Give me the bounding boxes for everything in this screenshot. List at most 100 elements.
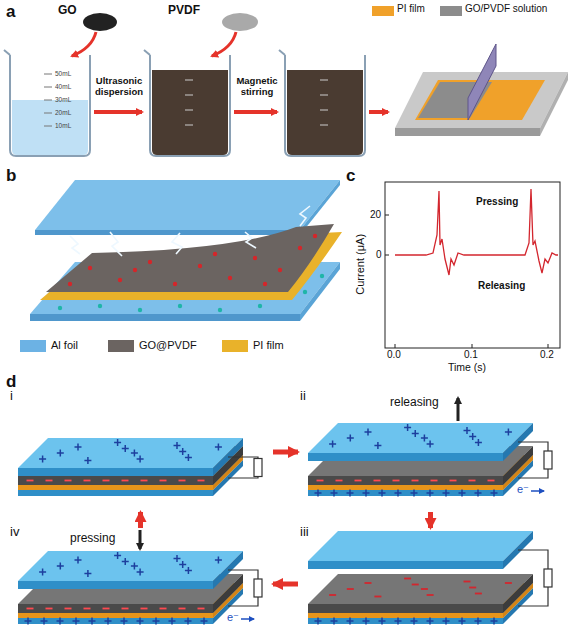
charge-plus [42,569,44,576]
charge-plus [349,490,351,497]
device-state: ivpressinge⁻ [8,528,273,640]
charge-plus [429,441,431,448]
charge-plus [125,445,127,452]
charge-minus [27,608,34,610]
go-pvdf-layer [18,476,213,485]
charge-plus [350,435,352,442]
charge-plus [43,618,45,625]
legend-text: GO/PVDF solution [465,3,547,15]
pi-film [308,613,503,618]
step-label: Ultrasonic dispersion [92,76,146,98]
charge-plus [493,490,495,497]
al-top-electrode [308,561,503,569]
charge-minus [84,480,91,482]
charge-minus [450,480,457,482]
charge-minus [412,584,419,586]
step-numeral: i [10,389,13,404]
electron-flow-arrow [531,490,544,492]
go-pvdf-layer [503,574,533,613]
tick-label: 0.1 [464,349,478,361]
charge-plus [377,442,379,449]
circuit-wire [228,597,258,606]
al-top-electrode [18,438,243,468]
charge-plus [171,618,173,625]
charge-plus [381,618,383,625]
cycle-arrow [138,512,143,528]
charge-minus [27,480,34,482]
curve-annotation: Pressing [476,196,518,208]
motion-label: releasing [390,396,439,410]
material-label: PVDF [168,4,200,18]
charge-plus [333,618,335,625]
scale-mark: 50mL [55,70,71,77]
circuit-wire [518,550,548,569]
charge-plus [60,450,62,457]
charge-plus [407,424,409,431]
charge-minus [103,480,110,482]
legend-text: PI film [397,3,425,15]
charge-minus [347,588,354,590]
al-electrode [308,618,503,624]
legend-swatch [108,340,134,352]
go-pvdf-layer [18,604,213,613]
step-label: Magnetic stirring [231,76,283,98]
device-state: i [8,392,273,512]
charge-minus [365,582,372,584]
circuit-wire [518,587,548,606]
tick-label: 0.2 [540,349,554,361]
circuit-wire [518,442,548,451]
charge-plus [332,441,334,448]
charge-minus [317,480,324,482]
scale-mark: 10mL [55,122,71,129]
legend-swatch [20,340,46,352]
step-numeral: iv [10,525,19,540]
charge-plus [117,552,119,559]
go-pvdf-layer [308,604,503,613]
tick-label: 0 [376,249,382,261]
pvdf-powder [212,13,258,56]
step-numeral: ii [300,389,306,404]
pi-film [18,485,213,490]
al-top-electrode [308,423,533,453]
device-drawing [8,392,273,512]
al-top-electrode [308,531,533,561]
charge-plus [182,448,184,455]
charge-plus [188,567,190,574]
charge-minus [84,608,91,610]
charge-plus [87,570,89,577]
cycle-arrow [428,512,433,528]
charge-plus [365,490,367,497]
charge-plus [367,429,369,436]
charge-minus [374,480,381,482]
charge-plus [42,456,44,463]
charge-minus [336,480,343,482]
charge-minus [475,593,482,595]
charge-plus [176,442,178,449]
charge-plus [27,618,29,625]
charge-plus [134,450,136,457]
material-label: GO [58,4,77,18]
scale-mark: 20mL [55,109,71,116]
panel-letter: c [346,166,355,186]
charge-plus [125,558,127,565]
load-resistor [544,569,552,587]
load-resistor [254,579,262,597]
charge-plus [477,618,479,625]
charge-minus [179,480,186,482]
device-drawing [8,528,273,640]
charge-plus [77,444,79,451]
load-resistor [544,451,552,469]
charge-plus [397,490,399,497]
charge-minus [103,608,110,610]
charge-minus [46,480,53,482]
al-top-electrode [18,468,213,476]
motion-arrow [139,530,142,549]
axis-title: Current (μA) [354,204,367,324]
charge-minus [374,596,381,598]
al-electrode [308,490,503,496]
pi-film [308,485,503,490]
charge-plus [429,490,431,497]
charge-minus [393,480,400,482]
charge-minus [329,594,336,596]
charge-minus [464,581,471,583]
